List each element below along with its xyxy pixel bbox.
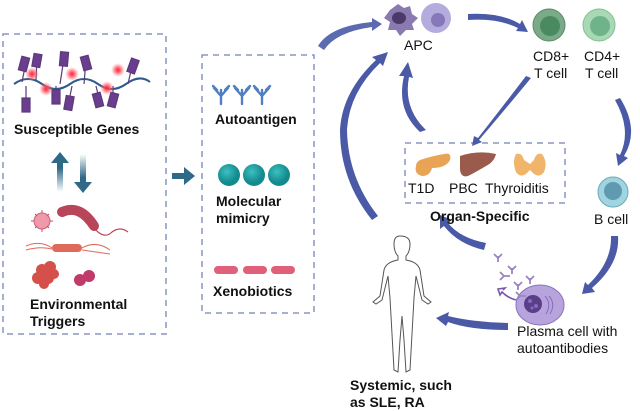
thyroid-icon [514,153,546,176]
b-cell-icon [597,176,629,208]
virus-icon [31,210,53,232]
bacterium-icon [57,204,129,236]
systemic-label-line2: as SLE, RA [350,394,425,410]
cd4-label-line1: CD4+ [584,48,621,64]
plasma-to-organ-arrow [440,215,486,250]
xenobiotics-icon [214,266,295,274]
organ-label-pbc: PBC [449,180,478,196]
plasma-cell-icon [496,284,565,326]
cocci-cluster-icon [32,261,59,289]
plasma-cell-label-line2: autoantibodies [517,340,609,356]
liver-icon [460,152,496,177]
organ-specific-title: Organ-Specific [430,208,530,224]
autoantigen-icon [211,84,272,106]
systemic-label-line1: Systemic, such [350,377,452,393]
plasma-to-systemic-arrow [436,312,508,330]
mechanism-label-autoantigen: Autoantigen [215,111,297,127]
mechanism-label-xenobiotics: Xenobiotics [213,283,293,299]
cd8-t-cell-icon [532,8,566,42]
environmental-triggers-label-line2: Triggers [30,313,86,329]
cd8-label-line1: CD8+ [533,48,570,64]
risk-factors-panel [2,33,167,335]
mechanism-label-mimicry: mimicry [216,210,270,226]
organ-label-t1d: T1D [408,180,435,196]
susceptible-genes-label: Susceptible Genes [14,121,140,137]
environmental-triggers-label-line1: Environmental [30,296,128,312]
flagellated-bacterium-icon [25,242,111,255]
apc-label: APC [404,37,433,53]
risk-to-mechanism-arrow [172,167,195,185]
flow-arrows [318,13,632,330]
pancreas-icon [415,153,451,176]
susceptible-genes-icon [13,51,151,113]
bcell-to-plasma-arrow [582,236,619,294]
organ-to-apc-arrow [399,62,426,132]
environmental-triggers-icon [25,204,129,289]
autoantibodies-icon [493,253,535,301]
mechanism-label-molecular: Molecular [216,193,282,209]
human-body-icon [372,235,432,373]
mechanisms-panel [201,54,315,314]
apc-dendritic-cell-icon [384,4,418,36]
gene-environment-interaction-arrows [51,152,92,193]
apc-to-cd8-arrow [468,13,528,32]
organ-specific-panel [404,142,566,204]
organ-label-thyroiditis: Thyroiditis [485,180,549,196]
b-cell-label: B cell [594,211,629,227]
plasma-cell-label-line1: Plasma cell with [517,323,618,339]
cd8-to-organ-arrow [472,76,531,146]
systemic-to-apc-arrow [340,52,388,220]
cd8-label-line2: T cell [534,65,568,81]
mechanism-to-apc-arrow [318,18,382,50]
diplococcus-icon [74,270,95,286]
apc-macrophage-icon [421,3,451,33]
molecular-mimicry-icon [218,164,290,186]
cd4-label-line2: T cell [585,65,619,81]
cd4-t-cell-icon [582,8,616,42]
cd4-to-bcell-arrow [615,98,632,166]
